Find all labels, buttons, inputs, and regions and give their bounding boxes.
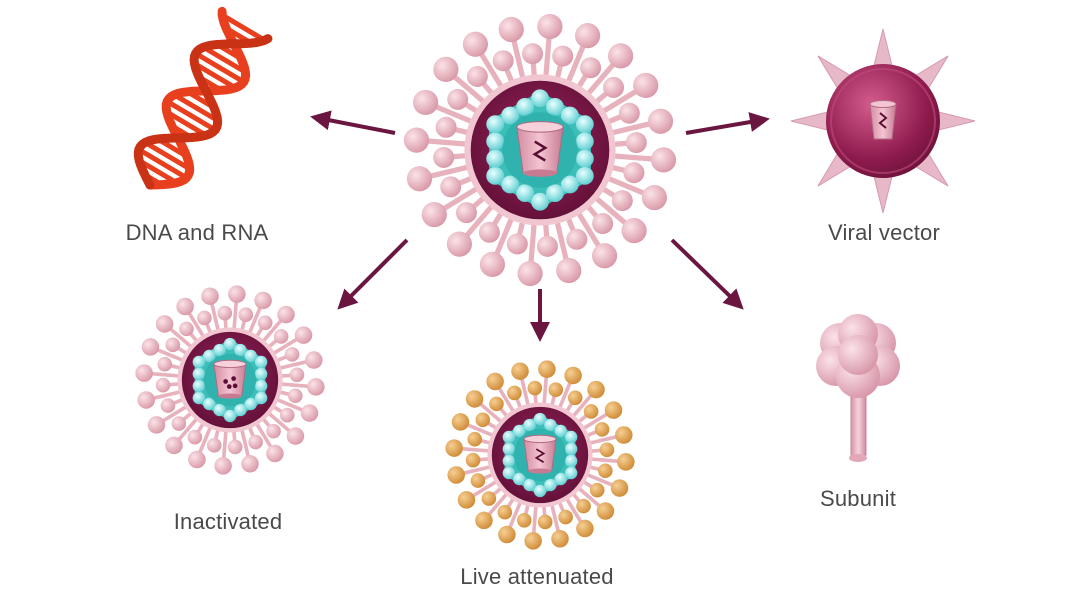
virus-icon — [403, 13, 677, 287]
inactivated-virus-icon — [135, 285, 325, 475]
arrows — [310, 110, 770, 342]
label-live-attenuated: Live attenuated — [460, 564, 614, 589]
arrow-to-subunit — [670, 238, 744, 310]
live-attenuated-virus-icon — [445, 360, 635, 550]
viral-vector-icon — [790, 28, 976, 214]
label-subunit: Subunit — [819, 486, 897, 511]
dna-helix-icon — [133, 6, 273, 190]
label-viral-vector: Viral vector — [827, 220, 941, 245]
arrow-to-inactivated — [337, 238, 409, 310]
subunit-protein-icon — [816, 314, 900, 462]
label-dna-and-rna: DNA and RNA — [125, 220, 269, 245]
arrow-to-viral-vector — [685, 112, 770, 135]
arrow-to-dna-rna — [310, 110, 396, 135]
label-inactivated: Inactivated — [173, 509, 283, 534]
